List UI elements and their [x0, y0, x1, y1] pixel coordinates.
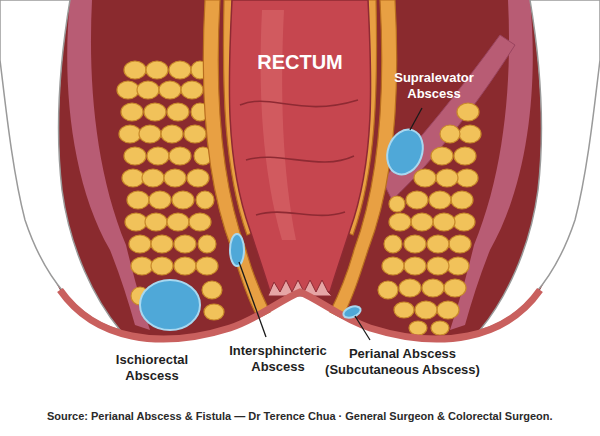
organ-label: RECTUM [230, 50, 370, 74]
leader-line [410, 108, 422, 130]
supralevator-abscess [381, 125, 429, 180]
perianal-abscess [342, 304, 362, 320]
ischiorectal-abscess [140, 280, 200, 330]
leader-line [239, 262, 266, 337]
abscess-label: Intersphincteric Abscess [213, 343, 343, 375]
abscess-label: Supralevator Abscess [379, 70, 489, 102]
abscess-label: Perianal Abscess (Subcutaneous Abscess) [315, 346, 490, 378]
leader-line [355, 316, 370, 340]
intersphincteric-abscess [230, 234, 244, 266]
source-caption: Source: Perianal Abscess & Fistula — Dr … [47, 408, 553, 424]
abscess-label: Ischiorectal Abscess [92, 352, 212, 384]
